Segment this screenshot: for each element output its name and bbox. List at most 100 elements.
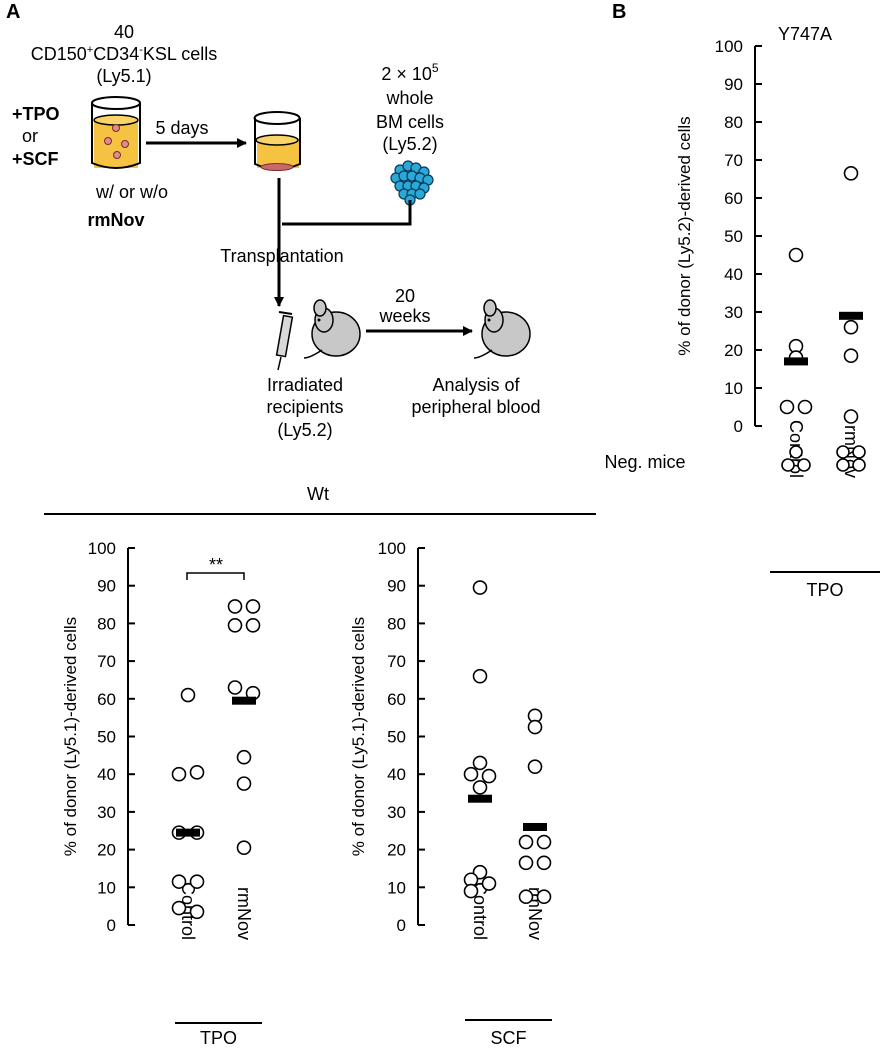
y-tick-label: 20 [724,341,743,360]
neg-mouse-point [852,458,866,472]
cells-count: 40 [114,22,134,42]
y-tick-label: 10 [97,878,116,897]
y-tick-label: 80 [97,614,116,633]
cells-name-1: CD150 [31,44,87,64]
y-tick-label: 0 [397,916,406,935]
data-point [527,719,543,735]
neg-mice-label: Neg. mice [604,452,685,472]
data-point [227,617,243,633]
data-point [180,687,196,703]
analysis-line-2: peripheral blood [411,397,540,417]
panel-a-label: A [6,1,20,23]
panel-b-label: B [612,1,626,23]
neg-mouse-point [781,458,795,472]
cells-sup-2: - [139,44,143,56]
data-point [189,874,205,889]
data-point [843,319,859,335]
y-tick-label: 70 [387,652,406,671]
data-point [245,617,261,633]
y-tick-label: 30 [97,803,116,822]
data-point [518,889,534,905]
analysis-mouse-icon [473,299,531,359]
y-tick-label: 70 [97,652,116,671]
data-point [481,876,497,891]
data-point [245,599,261,614]
data-point [527,759,543,774]
data-point [236,749,252,765]
y-tick-label: 100 [378,539,406,558]
y-tick-label: 20 [387,841,406,860]
data-point [536,889,552,905]
mean-bar [232,696,256,705]
culture-days: 5 days [155,118,208,138]
y-axis-label: % of donor (Ly5.1)-derived cells [61,617,80,856]
y-tick-label: 0 [107,916,116,935]
syringe-icon [275,311,294,371]
data-point [236,840,252,856]
y-tick-label: 90 [97,577,116,596]
data-point [189,904,205,920]
y-tick-label: 90 [724,75,743,94]
data-point [189,765,205,780]
condition-tpo: +TPO [12,104,60,124]
bm-cell [414,188,426,200]
culture-dish-icon [91,96,141,169]
y-tick-label: 0 [734,417,743,436]
data-point [843,166,859,181]
y-tick-label: 30 [387,803,406,822]
recipient-mouse-icon [303,299,361,359]
y-tick-label: 60 [387,690,406,709]
bm-count-base: 2 × 10 [381,64,432,84]
wt-title: Wt [307,484,329,504]
data-point [843,348,859,364]
mean-bar [784,357,808,366]
y-tick-label: 70 [724,151,743,170]
y-tick-label: 60 [724,189,743,208]
recipients-line-3: (Ly5.2) [277,420,332,440]
y-tick-label: 40 [97,765,116,784]
data-point [797,399,813,415]
cells-name-3: KSL cells [143,44,217,64]
group-label: TPO [806,580,843,600]
y-tick-label: 50 [387,728,406,747]
analysis-line-1: Analysis of [432,375,520,395]
neg-mouse-point [836,458,850,472]
data-point [463,766,479,782]
y-tick-label: 50 [724,227,743,246]
transplantation-label: Transplantation [220,246,343,266]
y-axis-label: % of donor (Ly5.2)-derived cells [675,116,694,355]
data-point [472,580,488,595]
significance-label: ** [209,555,223,575]
y-tick-label: 100 [88,539,116,558]
y-tick-label: 20 [97,841,116,860]
data-point [171,766,187,782]
x-tick-label: Control [178,882,198,940]
recipients-line-2: recipients [266,397,343,417]
recipients-line-1: Irradiated [267,375,343,395]
weeks-number: 20 [395,286,415,306]
data-point [227,680,243,695]
y-tick-label: 100 [715,37,743,56]
cells-sup-1: + [87,44,93,56]
data-point [236,776,252,791]
data-point [472,668,488,684]
neg-mouse-point [797,458,811,472]
neg-mouse-point [789,445,803,459]
data-point [536,855,552,871]
neg-mice-points [781,445,866,472]
cells-name-2: CD34 [93,44,139,64]
mean-bar [523,822,547,831]
bm-cells-icon [390,160,434,206]
data-point [171,874,187,889]
y-tick-label: 80 [724,113,743,132]
data-point [518,855,534,871]
data-point [171,900,187,916]
y-tick-label: 40 [387,765,406,784]
with-without-label: w/ or w/o [95,182,168,202]
cells-phenotype: CD150+CD34-KSL cells [31,44,218,64]
data-point [227,599,243,614]
